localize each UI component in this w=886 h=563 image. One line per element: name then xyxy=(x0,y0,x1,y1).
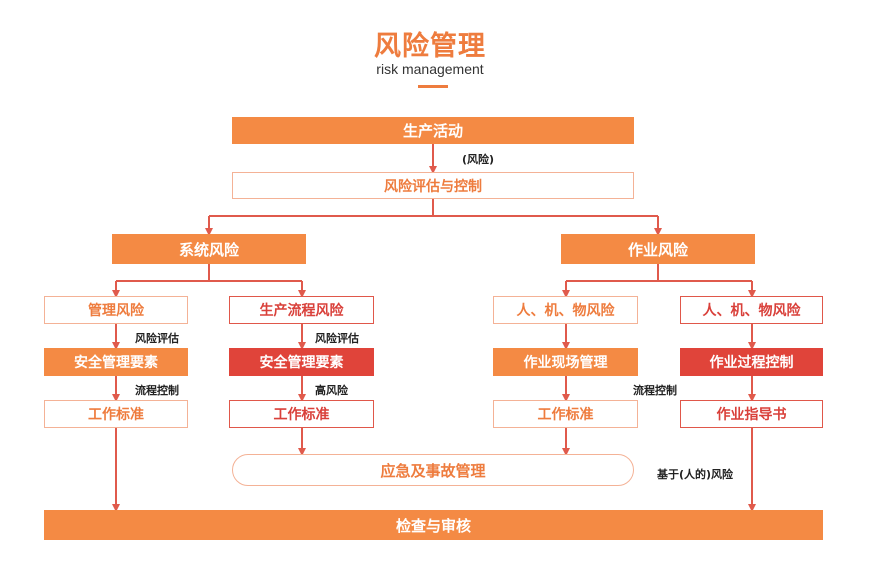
label-high-risk: 高风险 xyxy=(315,384,348,397)
title-underline xyxy=(418,85,448,88)
node-system-risk: 系统风险 xyxy=(112,234,306,264)
label-risk-assess-1: 风险评估 xyxy=(135,332,179,345)
node-work-standard-2: 工作标准 xyxy=(229,400,374,428)
node-inspection-audit: 检查与审核 xyxy=(44,510,823,540)
page-subtitle: risk management xyxy=(376,61,484,77)
label-risk-assess-2: 风险评估 xyxy=(315,332,359,345)
node-process-risk: 生产流程风险 xyxy=(229,296,374,324)
node-work-guide: 作业指导书 xyxy=(680,400,823,428)
node-production: 生产活动 xyxy=(232,117,634,144)
node-process-control: 作业过程控制 xyxy=(680,348,823,376)
label-flow-control-1: 流程控制 xyxy=(135,384,179,397)
page-title: 风险管理 xyxy=(374,31,486,62)
node-work-standard-1: 工作标准 xyxy=(44,400,188,428)
node-management-risk: 管理风险 xyxy=(44,296,188,324)
node-hmm-risk-1: 人、机、物风险 xyxy=(493,296,638,324)
node-safety-elements-1: 安全管理要素 xyxy=(44,348,188,376)
label-flow-control-2: 流程控制 xyxy=(633,384,677,397)
label-human-based-risk: 基于(人的)风险 xyxy=(657,468,734,481)
label-risk-note: (风险) xyxy=(462,153,495,166)
node-site-management: 作业现场管理 xyxy=(493,348,638,376)
node-risk-assessment: 风险评估与控制 xyxy=(232,172,634,199)
node-work-standard-3: 工作标准 xyxy=(493,400,638,428)
node-hmm-risk-2: 人、机、物风险 xyxy=(680,296,823,324)
node-work-risk: 作业风险 xyxy=(561,234,755,264)
node-emergency-management: 应急及事故管理 xyxy=(232,454,634,486)
node-safety-elements-2: 安全管理要素 xyxy=(229,348,374,376)
